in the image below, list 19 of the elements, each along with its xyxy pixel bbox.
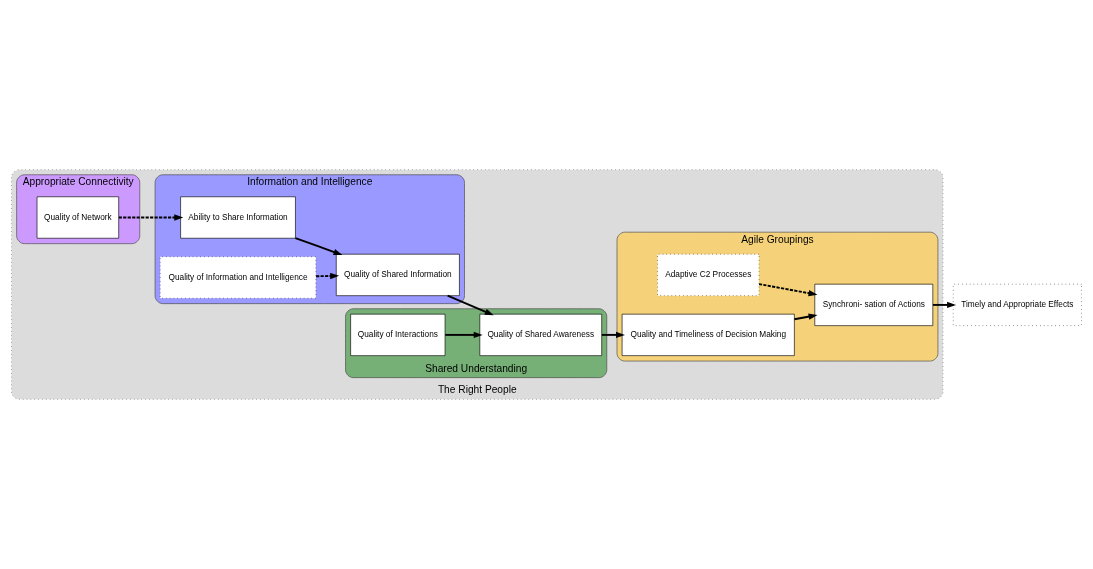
- node-box: Quality of Shared Awareness: [479, 313, 602, 356]
- arrow: [758, 283, 818, 297]
- arrow: [793, 313, 818, 321]
- node-box: Quality and Timeliness of Decision Making: [621, 313, 795, 356]
- node-box: Adaptive C2 Processes: [657, 253, 760, 296]
- node-box: Quality of Interactions: [350, 313, 446, 356]
- node-box: Quality of Network: [36, 196, 120, 239]
- arrow: [117, 214, 184, 221]
- node-box: Quality of Shared Information: [335, 253, 460, 296]
- arrow: [315, 272, 340, 280]
- node-box: Quality of Information and Intelligence: [159, 256, 317, 299]
- node-box: Timely and Appropriate Effects: [952, 283, 1082, 326]
- arrow: [294, 237, 343, 256]
- arrow: [931, 301, 957, 309]
- arrow: [444, 331, 483, 339]
- arrow: [446, 294, 494, 316]
- node-box: Ability to Share Information: [180, 196, 296, 239]
- arrow: [600, 331, 625, 339]
- node-box: Synchroni- sation of Actions: [814, 283, 934, 326]
